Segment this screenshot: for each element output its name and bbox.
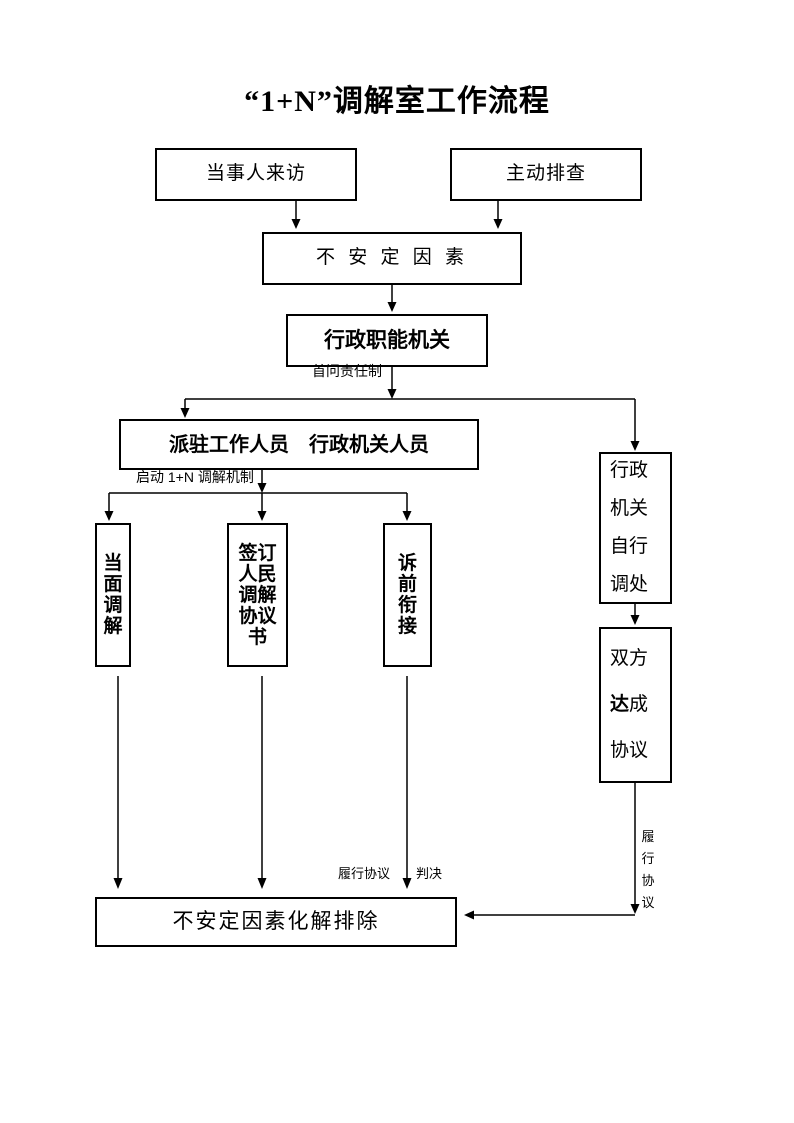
page-title: “1+N”调解室工作流程 xyxy=(244,85,550,118)
arrow-split-to-self-mediation xyxy=(630,399,640,451)
box-admin-agency: 行政职能机关 xyxy=(286,314,488,367)
label-fulfill-agreement-right: 履行协议 xyxy=(641,829,655,910)
box-sign-agreement-line: 人民 xyxy=(238,563,277,585)
arrow-split-to-staff xyxy=(180,399,190,418)
box-mutual-agreement-line: 达成 xyxy=(610,682,648,728)
arrow-return-to-resolved xyxy=(464,910,635,920)
arrow-branch-to-sign-agreement xyxy=(257,493,267,521)
label-start-1n-mechanism: 启动 1+N 调解机制 xyxy=(136,469,254,485)
box-stationed-staff: 派驻工作人员 行政机关人员 xyxy=(119,419,479,470)
box-pre-litigation: 诉前衔接 xyxy=(383,523,432,667)
label-judgement: 判决 xyxy=(416,866,443,881)
label-fulfill-agreement-left: 履行协议 xyxy=(338,866,391,881)
box-party-visit: 当事人来访 xyxy=(155,148,357,201)
box-unstable-factors-label: 不 安 定 因 素 xyxy=(315,247,469,269)
arrow-branch-to-face-mediation xyxy=(104,493,114,521)
box-self-mediation-line: 调处 xyxy=(610,574,649,595)
arrow-face-mediation-to-resolved xyxy=(113,676,123,889)
box-mutual-agreement-rest-char: 成 xyxy=(629,694,649,715)
box-proactive-check: 主动排查 xyxy=(450,148,642,201)
box-mutual-agreement-line: 双方 xyxy=(610,648,649,669)
box-self-mediation-line: 行政 xyxy=(610,460,649,481)
box-stationed-staff-label: 派驻工作人员 行政机关人员 xyxy=(169,433,429,456)
arrow-pre-litigation-to-resolved xyxy=(402,676,412,889)
arrow-patrol-to-unstable xyxy=(493,201,503,229)
box-face-mediation: 当面调解 xyxy=(95,523,131,667)
box-party-visit-label: 当事人来访 xyxy=(205,163,306,185)
box-sign-agreement: 签订 人民 调解 协议 书 xyxy=(227,523,288,667)
box-mutual-agreement: 双方 达成 协议 xyxy=(599,627,672,783)
box-sign-agreement-line: 调解 xyxy=(238,584,277,606)
label-first-inquiry-responsibility: 首问责任制 xyxy=(312,363,382,379)
arrow-staff-to-branch-line xyxy=(257,470,267,493)
arrow-self-mediation-to-agreement xyxy=(630,604,640,625)
box-self-mediation: 行政 机关 自行 调处 xyxy=(599,452,672,604)
box-sign-agreement-line: 签订 xyxy=(238,542,277,564)
arrow-agreement-down xyxy=(630,783,640,914)
box-self-mediation-line: 自行 xyxy=(610,536,649,557)
box-sign-agreement-line: 书 xyxy=(247,626,267,648)
box-mutual-agreement-line: 协议 xyxy=(610,740,649,761)
arrow-sign-agreement-to-resolved xyxy=(257,676,267,889)
arrow-visit-to-unstable xyxy=(291,201,301,229)
box-factors-resolved: 不安定因素化解排除 xyxy=(95,897,457,947)
box-sign-agreement-line: 协议 xyxy=(238,605,277,627)
box-unstable-factors: 不 安 定 因 素 xyxy=(262,232,522,285)
box-face-mediation-label: 当面调解 xyxy=(103,553,123,637)
arrow-agency-to-split-line xyxy=(387,367,397,399)
box-mutual-agreement-bold-char: 达 xyxy=(610,694,630,715)
box-proactive-check-label: 主动排查 xyxy=(505,163,586,185)
arrow-branch-to-pre-litigation xyxy=(402,493,412,521)
box-factors-resolved-label: 不安定因素化解排除 xyxy=(172,910,380,934)
arrow-unstable-to-agency xyxy=(387,285,397,312)
box-admin-agency-label: 行政职能机关 xyxy=(324,328,450,352)
box-pre-litigation-label: 诉前衔接 xyxy=(397,553,417,637)
box-self-mediation-line: 机关 xyxy=(610,498,649,519)
